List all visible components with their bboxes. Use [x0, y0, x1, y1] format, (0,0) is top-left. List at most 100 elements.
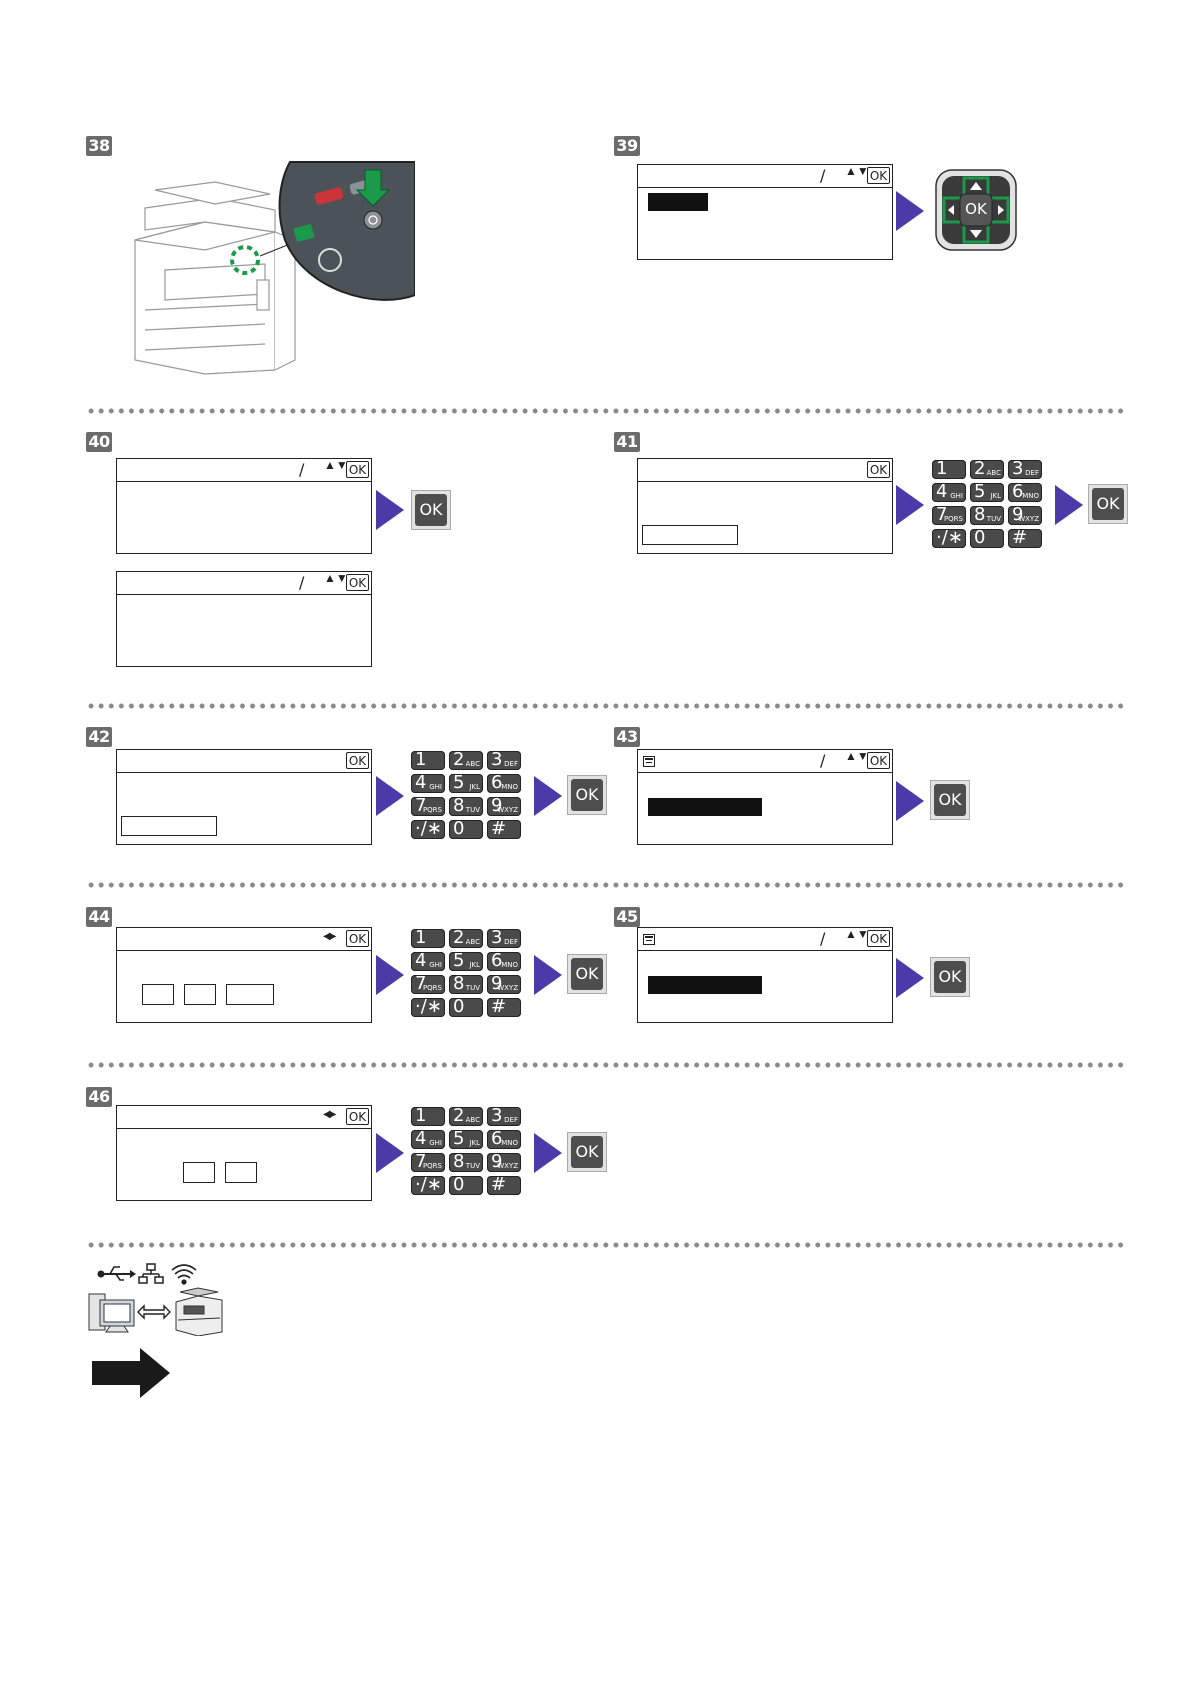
key-number: 2: [453, 1105, 465, 1126]
nav-pad[interactable]: OK: [934, 168, 1018, 252]
keypad-key[interactable]: #: [487, 996, 521, 1017]
keypad-key[interactable]: ·/∗: [411, 996, 445, 1017]
section-divider: [86, 1062, 1126, 1068]
keypad-key[interactable]: 1: [411, 927, 445, 948]
section-divider: [86, 703, 1126, 709]
date-field-3[interactable]: [226, 984, 274, 1005]
key-number: 9: [491, 795, 503, 816]
input-field[interactable]: [121, 816, 217, 836]
next-arrow-icon: [896, 191, 924, 231]
keypad-key[interactable]: ·/∗: [411, 1174, 445, 1195]
key-number: 5: [453, 772, 465, 793]
keypad-key[interactable]: 0: [449, 996, 483, 1017]
key-letters: TUV: [465, 1162, 480, 1170]
ok-button[interactable]: OK: [1088, 484, 1128, 524]
input-field[interactable]: [642, 525, 738, 545]
key-number: 6: [491, 772, 503, 793]
next-arrow-icon: [376, 490, 404, 530]
keypad-key[interactable]: #: [487, 818, 521, 839]
date-field-1[interactable]: [142, 984, 174, 1005]
key-letters: DEF: [504, 760, 518, 768]
keypad-key[interactable]: 0: [970, 527, 1004, 548]
key-number: 2: [453, 927, 465, 948]
key-number: 1: [936, 458, 948, 479]
ok-button[interactable]: OK: [930, 780, 970, 820]
key-number: 5: [974, 481, 986, 502]
lcd-screen-46: ◀▶ OK: [116, 1105, 372, 1201]
next-arrow-icon: [376, 955, 404, 995]
time-field-1[interactable]: [183, 1162, 215, 1183]
key-number: 2: [974, 458, 986, 479]
next-arrow-icon: [896, 781, 924, 821]
ok-button[interactable]: OK: [930, 957, 970, 997]
keypad-key[interactable]: ·/∗: [411, 818, 445, 839]
ok-button[interactable]: OK: [411, 490, 451, 530]
keypad-key[interactable]: #: [487, 1174, 521, 1195]
key-letters: ABC: [465, 1116, 480, 1124]
next-arrow-icon: [534, 955, 562, 995]
keypad-key[interactable]: #: [1008, 527, 1042, 548]
key-number: 0: [453, 818, 465, 839]
printer-icon: [175, 1287, 223, 1337]
keypad-key[interactable]: 1: [411, 1105, 445, 1126]
date-field-2[interactable]: [184, 984, 216, 1005]
key-number: 6: [491, 950, 503, 971]
keypad-key[interactable]: 0: [449, 818, 483, 839]
key-number: 4: [415, 950, 427, 971]
section-divider: [86, 1242, 1126, 1248]
key-letters: ABC: [465, 938, 480, 946]
keypad-key[interactable]: ·/∗: [932, 527, 966, 548]
next-arrow-icon: [1055, 485, 1083, 525]
next-arrow-icon: [896, 485, 924, 525]
ok-button[interactable]: OK: [567, 954, 607, 994]
key-number: 5: [453, 1128, 465, 1149]
ok-button[interactable]: OK: [567, 1132, 607, 1172]
keypad-key[interactable]: 1: [411, 749, 445, 770]
up-down-icon: ▲▼: [324, 458, 348, 472]
left-right-icon: ◀▶: [323, 1109, 336, 1120]
time-field-2[interactable]: [225, 1162, 257, 1183]
key-number: 4: [415, 772, 427, 793]
ok-button[interactable]: OK: [567, 775, 607, 815]
keypad-key[interactable]: 0: [449, 1174, 483, 1195]
up-down-icon: ▲▼: [845, 749, 869, 763]
key-number: 4: [415, 1128, 427, 1149]
keypad-key[interactable]: 1: [932, 458, 966, 479]
